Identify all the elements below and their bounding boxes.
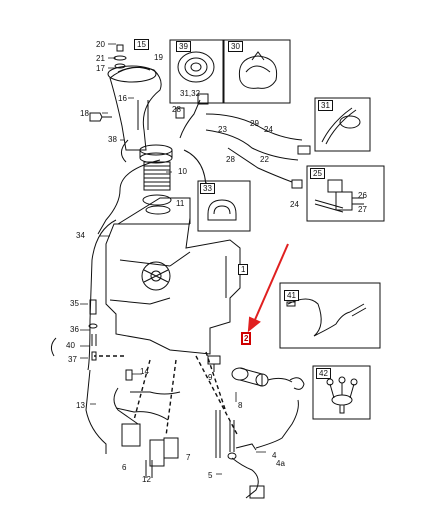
hose-38 [121, 139, 129, 163]
callout-29: 29 [250, 119, 259, 128]
callout-24-lower: 24 [290, 200, 299, 209]
callout-24-upper: 24 [264, 125, 273, 134]
callout-34: 34 [76, 231, 85, 240]
inset-box-41 [279, 282, 381, 349]
highlight-arrow [247, 243, 289, 333]
callout-21: 21 [96, 54, 105, 63]
nozzle-parts-35-40 [50, 299, 98, 361]
bellows-10 [142, 161, 172, 206]
hose-13 [85, 369, 107, 454]
callout-2-highlighted: 2 [241, 332, 252, 345]
callout-11: 11 [176, 199, 185, 208]
inset-box-25 [306, 165, 385, 222]
callout-14: 14 [140, 367, 149, 376]
bracket-33 [207, 199, 237, 221]
callout-20: 20 [96, 40, 105, 49]
callout-35: 35 [70, 299, 79, 308]
washer-pump-8 [231, 367, 305, 390]
callout-23: 23 [218, 125, 227, 134]
grommet-9 [207, 355, 221, 372]
callout-17: 17 [96, 64, 105, 73]
callout-6: 6 [122, 463, 127, 472]
callout-4: 4 [272, 451, 277, 460]
inset-box-31 [314, 97, 371, 152]
callout-39: 39 [176, 41, 191, 52]
callout-26: 26 [358, 191, 367, 200]
callout-9: 9 [208, 373, 213, 382]
inset-box-39 [169, 39, 224, 104]
callout-5: 5 [208, 471, 213, 480]
filler-neck [107, 65, 173, 164]
bolt-18 [89, 112, 112, 122]
check-valve-42 [326, 376, 358, 414]
callout-27: 27 [358, 205, 367, 214]
hose-34 [87, 219, 117, 371]
callout-28-lower: 28 [226, 155, 235, 164]
dashed-leader-c [195, 355, 239, 437]
dashed-leader-d [205, 351, 227, 413]
callout-8: 8 [238, 401, 243, 410]
inset-box-42 [312, 365, 371, 420]
connector-25 [314, 179, 364, 213]
inset-box-33 [197, 180, 251, 232]
grommet-39 [177, 51, 215, 83]
callout-31-32: 31,32 [180, 89, 201, 98]
callout-4a: 4a [276, 459, 285, 468]
fastener-19-21 [113, 44, 127, 69]
callout-18: 18 [80, 109, 89, 118]
hose-22-29 [175, 93, 311, 189]
dashed-leader-b [165, 359, 177, 437]
callout-28-upper: 28 [172, 105, 181, 114]
callout-37: 37 [68, 355, 77, 364]
callout-41: 41 [284, 290, 299, 301]
callout-7: 7 [186, 453, 191, 462]
hose-41 [286, 298, 367, 337]
hose-16 [97, 159, 161, 235]
harness-lower [113, 369, 181, 478]
reservoir-tank [105, 197, 241, 355]
callout-16: 16 [118, 94, 127, 103]
callout-42: 42 [316, 368, 331, 379]
callout-33: 33 [200, 183, 215, 194]
callout-12: 12 [142, 475, 151, 484]
dashed-leader-a [133, 359, 151, 421]
inset-box-30 [223, 39, 291, 104]
clip-30 [238, 51, 278, 89]
callout-13: 13 [76, 401, 85, 410]
callout-15: 15 [134, 39, 149, 50]
callout-40: 40 [66, 341, 75, 350]
callout-36: 36 [70, 325, 79, 334]
callout-31: 31 [318, 100, 333, 111]
cable-tie-31 [321, 107, 361, 145]
callout-1: 1 [238, 264, 249, 275]
callout-10: 10 [178, 167, 187, 176]
callout-25: 25 [310, 168, 325, 179]
callout-38: 38 [108, 135, 117, 144]
callout-22: 22 [260, 155, 269, 164]
callout-30: 30 [228, 41, 243, 52]
callout-19: 19 [154, 53, 163, 62]
level-sensor-pipe [215, 399, 299, 499]
